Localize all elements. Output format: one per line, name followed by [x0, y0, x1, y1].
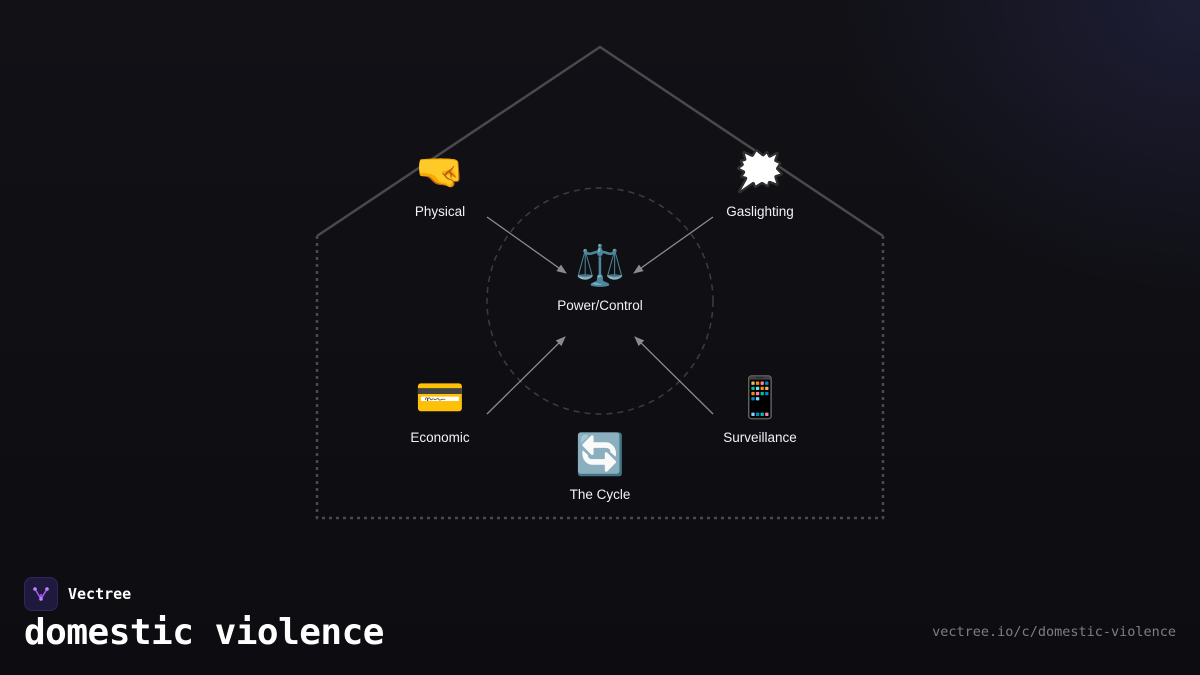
page-title: domestic violence — [24, 612, 384, 653]
node-physical: 🤜 Physical — [370, 148, 510, 219]
fist-icon: 🤜 — [415, 149, 465, 195]
node-label: Power/Control — [557, 298, 643, 313]
cycle-arrows-icon: 🔄 — [575, 432, 625, 478]
node-power-control: ⚖️ Power/Control — [530, 242, 670, 313]
node-label: Economic — [410, 430, 470, 445]
scales-icon: ⚖️ — [575, 243, 625, 289]
node-label: The Cycle — [569, 487, 631, 502]
brand[interactable]: Vectree — [24, 577, 131, 611]
node-gaslighting: 🗯️ Gaslighting — [690, 148, 830, 219]
page-url[interactable]: vectree.io/c/domestic-violence — [932, 624, 1176, 640]
node-the-cycle: 🔄 The Cycle — [530, 431, 670, 502]
arrow-physical — [486, 216, 567, 274]
node-label: Physical — [414, 204, 466, 219]
mobile-phone-icon: 📱 — [735, 375, 785, 421]
house-roof — [316, 45, 884, 238]
node-economic: 💳 Economic — [370, 374, 510, 445]
arrow-economic — [486, 336, 566, 415]
node-label: Surveillance — [723, 430, 797, 445]
arrow-gaslighting — [633, 216, 714, 274]
house-walls — [315, 236, 885, 520]
vectree-logo-icon — [24, 577, 58, 611]
brand-name: Vectree — [68, 585, 132, 603]
node-surveillance: 📱 Surveillance — [690, 374, 830, 445]
node-label: Gaslighting — [726, 204, 794, 219]
arrow-surveillance — [634, 336, 714, 415]
control-circle — [486, 187, 714, 415]
credit-card-icon: 💳 — [415, 375, 465, 421]
anger-bubble-icon: 🗯️ — [735, 149, 785, 195]
